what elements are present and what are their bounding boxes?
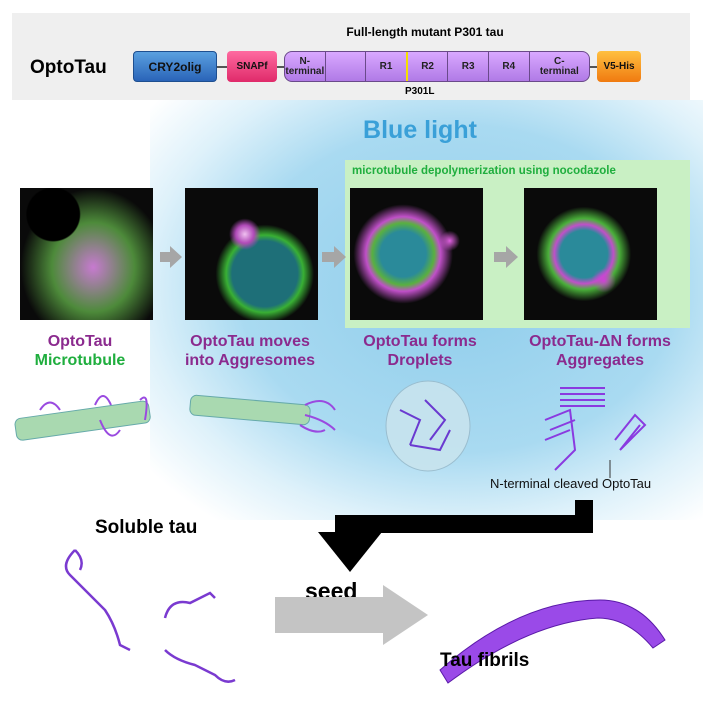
- segment: R1: [366, 52, 408, 81]
- arrow-shaft: [322, 252, 336, 262]
- tau-fibrils-label: Tau fibrils: [440, 650, 530, 671]
- tau-fibril: [439, 599, 666, 684]
- arrow-right-icon: [383, 585, 428, 645]
- label-line: Aggregates: [555, 352, 645, 369]
- soluble-tau-strands: [64, 549, 236, 683]
- soluble-tau-label: Soluble tau: [95, 517, 198, 538]
- aggregates: [544, 387, 647, 471]
- black-arrow-horizontal: [335, 515, 593, 533]
- microtubule-aggresome: [189, 394, 336, 433]
- mutation-label: P301L: [405, 86, 435, 97]
- segment: R2: [408, 52, 449, 81]
- droplet: [385, 380, 471, 472]
- arrow-right-icon: [334, 246, 346, 268]
- micrograph-aggregates: [524, 188, 657, 320]
- label-optotau: OptoTau: [47, 333, 113, 350]
- micrograph-droplets: [350, 188, 483, 320]
- segment: R3: [448, 52, 489, 81]
- cry2olig-domain: CRY2olig: [133, 51, 217, 82]
- construct-header: Full-length mutant P301 tau: [346, 25, 504, 39]
- microtubule-with-tau: [14, 395, 151, 441]
- cleaved-label: N-terminal cleaved OptoTau: [490, 476, 652, 491]
- arrow-shaft: [160, 252, 172, 262]
- micrograph-microtubule: [20, 188, 153, 320]
- segment: [326, 52, 367, 81]
- arrow-shaft: [494, 252, 508, 262]
- segment: R4: [489, 52, 530, 81]
- segment: N- terminal: [285, 52, 326, 81]
- gray-arrow-shaft: [275, 597, 385, 633]
- arrow-right-icon: [170, 246, 182, 268]
- micrograph-aggresome: [185, 188, 318, 320]
- tau-domain: N- terminal R1 R2 R3 R4 C- terminal: [284, 51, 590, 82]
- label-line: Droplets: [387, 352, 453, 369]
- label-line: OptoTau forms: [363, 333, 477, 350]
- blue-light-title: Blue light: [363, 116, 477, 144]
- label-microtubule: Microtubule: [34, 352, 126, 369]
- label-line: OptoTau moves: [190, 333, 310, 350]
- construct-name: OptoTau: [30, 57, 107, 78]
- illustrations: [14, 380, 666, 684]
- segment: C- terminal: [539, 55, 579, 77]
- panel-label-2: OptoTau moves into Aggresomes: [170, 332, 330, 370]
- v5his-domain: V5-His: [597, 51, 641, 82]
- label-line: into Aggresomes: [184, 352, 316, 369]
- snapf-domain: SNAPf: [227, 51, 277, 82]
- nocodazole-label: microtubule depolymerization using nocod…: [352, 165, 616, 177]
- arrow-down-icon: [318, 532, 382, 572]
- arrow-right-icon: [506, 246, 518, 268]
- label-line: OptoTau-ΔN forms: [529, 333, 671, 350]
